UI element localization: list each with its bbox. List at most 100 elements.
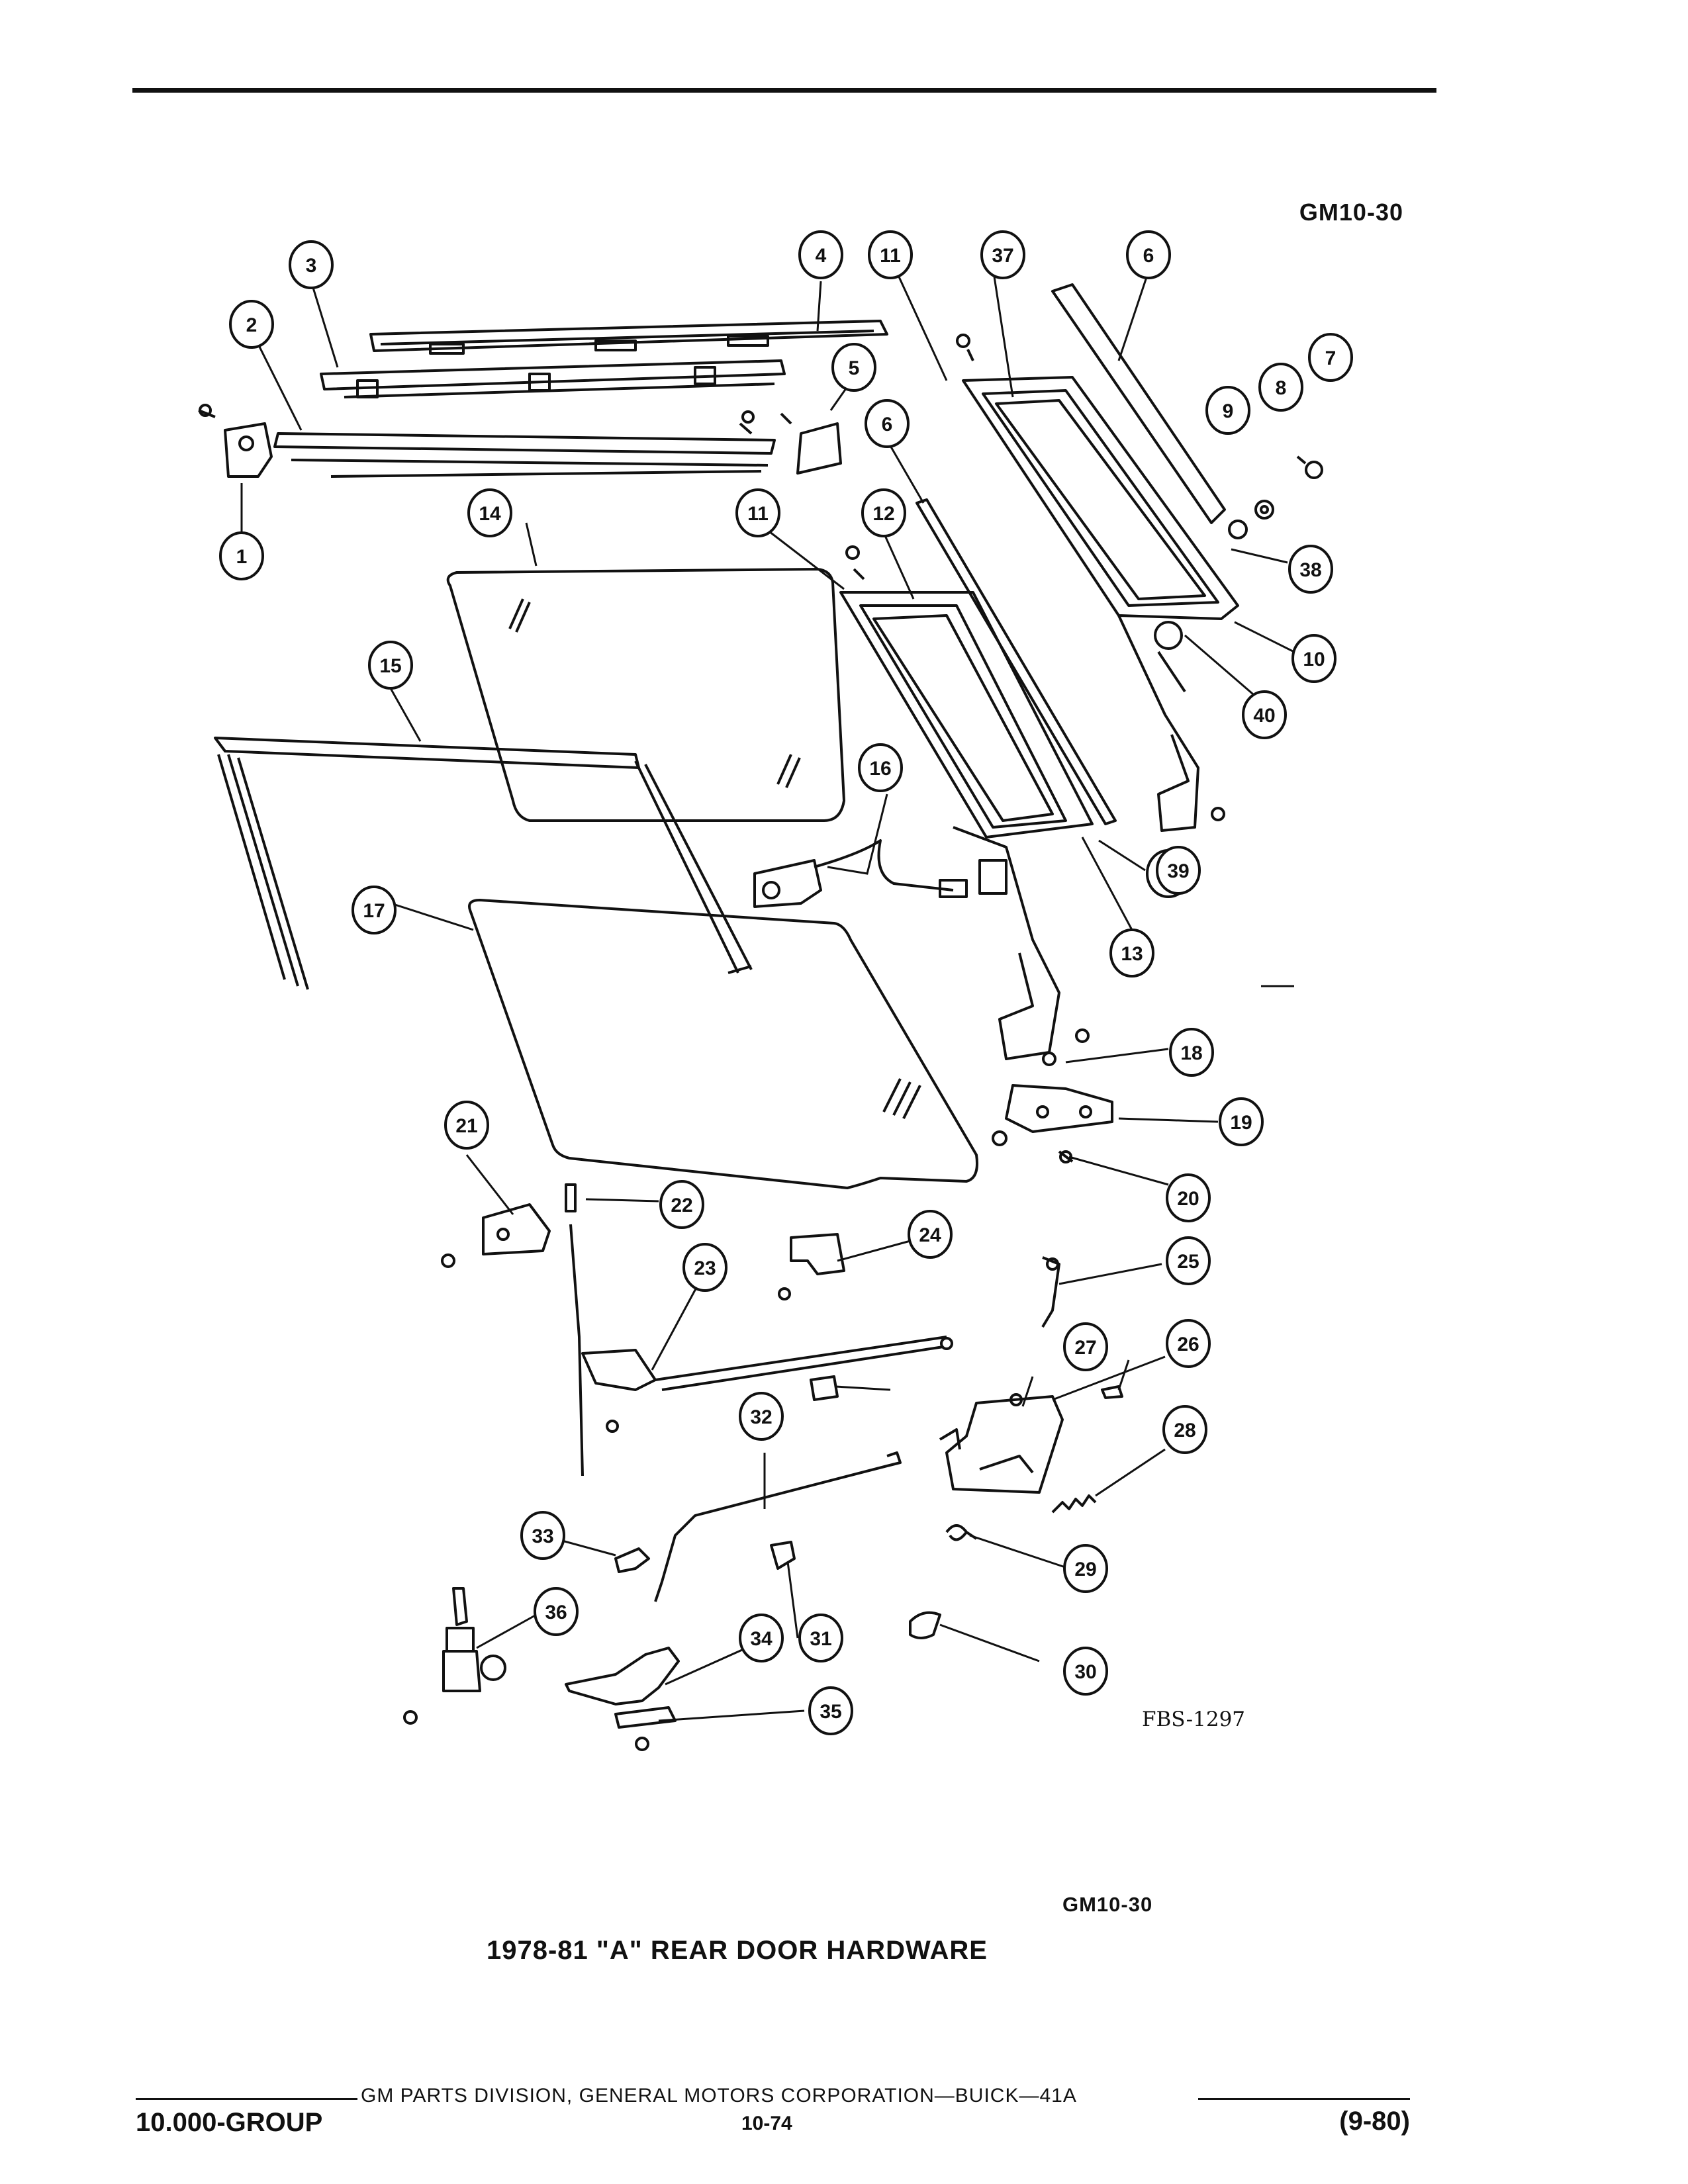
callout-circle — [858, 743, 903, 792]
callout-circle — [739, 1614, 784, 1662]
part-32-clip — [770, 1541, 796, 1570]
callout-4: 4 — [798, 230, 843, 279]
callout-number: 13 — [1121, 943, 1143, 965]
callout-circle — [352, 886, 397, 934]
callout-22: 22 — [659, 1180, 704, 1229]
callout-12: 12 — [861, 488, 906, 537]
part-30-spring — [945, 1524, 978, 1541]
callout-circle — [1258, 363, 1303, 412]
top-rule — [132, 88, 1436, 93]
callout-circle — [229, 300, 274, 349]
figure-caption: 1978-81 "A" REAR DOOR HARDWARE — [487, 1936, 988, 1965]
part-16-actuator — [753, 839, 968, 908]
figure-id-bottom: GM10-30 — [1062, 1893, 1153, 1916]
callout-number: 22 — [671, 1195, 692, 1216]
callout-11: 11 — [868, 230, 913, 279]
callout-number: 26 — [1177, 1334, 1199, 1355]
callout-1: 1 — [219, 531, 264, 580]
callout-2: 2 — [229, 300, 274, 349]
callout-circle — [908, 1210, 953, 1259]
callout-number: 36 — [545, 1602, 567, 1623]
part-28-retainer — [1101, 1385, 1123, 1399]
callout-39: 39 — [1156, 846, 1201, 895]
callout-5: 5 — [831, 343, 876, 392]
callout-circle — [534, 1587, 579, 1636]
callout-circle — [520, 1511, 565, 1560]
part-35-handle — [565, 1647, 680, 1751]
fasteners-7-8-9 — [1228, 455, 1323, 539]
callout-number: 24 — [919, 1224, 941, 1246]
callout-circle — [368, 641, 413, 690]
callout-circle — [798, 1614, 843, 1662]
part-13-frame-assembly — [839, 545, 1094, 1060]
callout-number: 23 — [694, 1257, 716, 1279]
part-23-linkage — [581, 1336, 953, 1433]
part-19-latch — [992, 1028, 1113, 1163]
callout-19: 19 — [1219, 1097, 1264, 1146]
callout-circle — [1291, 634, 1336, 683]
callout-33: 33 — [520, 1511, 565, 1560]
part-27-lock — [939, 1393, 1064, 1494]
callout-number: 1 — [236, 546, 248, 568]
callout-number: 37 — [992, 245, 1013, 267]
footer-group: 10.000-GROUP — [136, 2108, 323, 2137]
part-14-glass — [446, 568, 845, 822]
part-24-bracket — [778, 1233, 845, 1300]
callout-number: 14 — [479, 503, 501, 525]
part-29-spring — [1051, 1494, 1097, 1514]
part-3-channel — [320, 359, 786, 398]
callout-number: 28 — [1174, 1420, 1196, 1441]
part-5-clip — [739, 410, 842, 475]
callout-number: 33 — [532, 1525, 553, 1547]
callout-3: 3 — [289, 240, 334, 289]
part-6-strip-right — [1051, 283, 1226, 524]
callout-11: 11 — [735, 488, 780, 537]
callout-number: 19 — [1230, 1112, 1252, 1134]
callout-27: 27 — [1063, 1322, 1108, 1371]
callout-8: 8 — [1258, 363, 1303, 412]
callout-37: 37 — [980, 230, 1025, 279]
part-1-bracket — [198, 404, 273, 478]
part-25-clip — [1041, 1256, 1060, 1328]
callout-13: 13 — [1109, 929, 1154, 978]
callout-34: 34 — [739, 1614, 784, 1662]
callout-circle — [1063, 1544, 1108, 1593]
callout-number: 16 — [869, 758, 891, 780]
callout-35: 35 — [808, 1686, 853, 1735]
callout-29: 29 — [1063, 1544, 1108, 1593]
callout-number: 6 — [1143, 245, 1154, 267]
callout-circle — [831, 343, 876, 392]
callout-number: 15 — [379, 655, 401, 677]
callout-circle — [861, 488, 906, 537]
callout-24: 24 — [908, 1210, 953, 1259]
callout-17: 17 — [352, 886, 397, 934]
callout-number: 20 — [1177, 1188, 1199, 1210]
callout-26: 26 — [1166, 1319, 1211, 1368]
callout-circle — [739, 1392, 784, 1441]
callout-32: 32 — [739, 1392, 784, 1441]
callout-number: 9 — [1223, 400, 1234, 422]
callout-number: 10 — [1303, 649, 1325, 670]
callout-number: 39 — [1167, 860, 1189, 882]
callout-number: 18 — [1180, 1042, 1202, 1064]
callout-21: 21 — [444, 1101, 489, 1150]
callout-40: 40 — [1242, 690, 1287, 739]
callout-circle — [1166, 1236, 1211, 1285]
callout-number: 6 — [882, 414, 893, 435]
part-17-glass — [468, 899, 978, 1189]
callout-16: 16 — [858, 743, 903, 792]
callout-number: 34 — [750, 1628, 773, 1650]
callout-number: 21 — [455, 1115, 477, 1137]
part-10-frame-assembly — [956, 334, 1239, 832]
callout-number: 31 — [810, 1628, 831, 1650]
callout-36: 36 — [534, 1587, 579, 1636]
callout-number: 7 — [1325, 347, 1336, 369]
callout-38: 38 — [1288, 545, 1333, 594]
part-33-rod — [654, 1451, 902, 1602]
callout-15: 15 — [368, 641, 413, 690]
callout-circle — [868, 230, 913, 279]
callout-number: 4 — [816, 245, 827, 267]
part-2-channel — [273, 432, 776, 478]
